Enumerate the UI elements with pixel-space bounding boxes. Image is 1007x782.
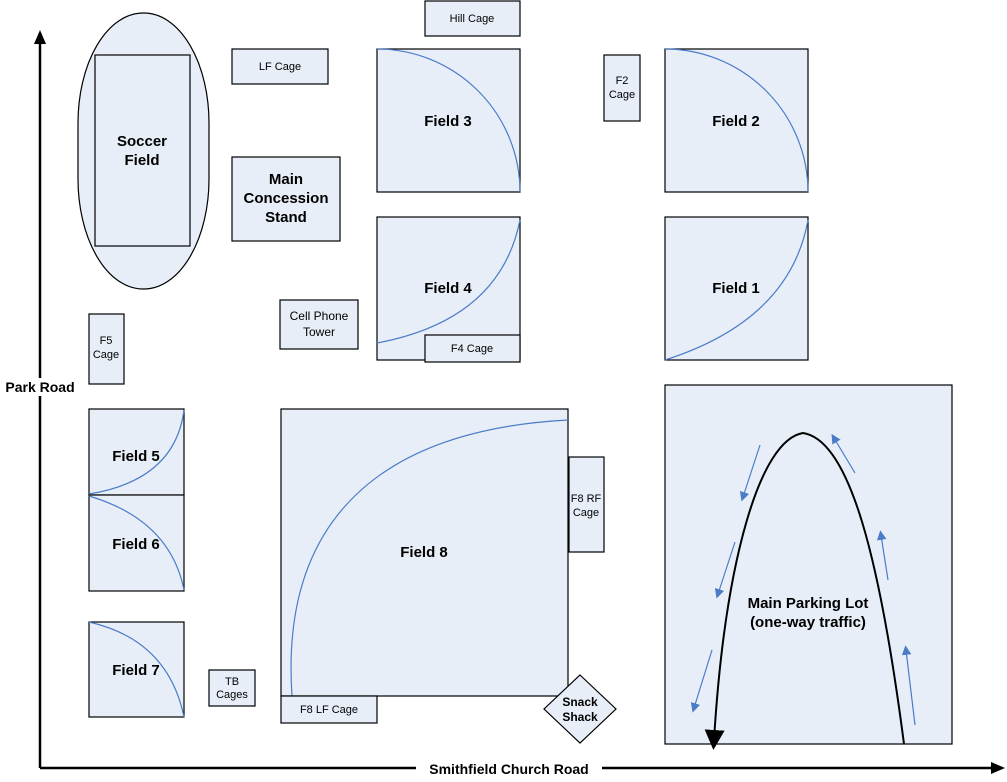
field-5: Field 5 (88, 408, 185, 496)
flow-arrow-icon (876, 530, 889, 581)
lf-cage-box (231, 48, 329, 85)
main-concession-stand: Main Concession Stand (231, 156, 341, 242)
tb-cages: TB Cages (208, 669, 256, 707)
field-6: Field 6 (88, 494, 185, 592)
field-2-box (664, 48, 809, 193)
parking-lot-box (664, 384, 953, 745)
f8-rf-cage: F8 RF Cage (568, 456, 605, 553)
field-5-label: Field 5 (112, 448, 160, 465)
flow-arrow-icon (690, 649, 713, 713)
snack-shack-diamond (543, 674, 617, 744)
field-2: Field 2 (664, 48, 809, 193)
field-7-box (88, 621, 185, 718)
field-1: Field 1 (664, 216, 809, 361)
park-road: Park Road (0, 30, 80, 768)
field-3-box (376, 48, 521, 193)
field-5-arc (88, 409, 185, 495)
park-road-arrow-icon (34, 30, 46, 44)
f5-cage-label-1: F5 (100, 335, 113, 347)
field-1-box (664, 216, 809, 361)
field-7: Field 7 (88, 621, 185, 718)
f8-rf-cage-label-1: F8 RF (571, 493, 602, 505)
field-2-label: Field 2 (712, 113, 760, 130)
field-6-box (88, 494, 185, 592)
lf-cage: LF Cage (231, 48, 329, 85)
field-8: Field 8 (280, 408, 569, 697)
parking-lot-label-1: Main Parking Lot (748, 595, 869, 612)
field-6-label: Field 6 (112, 536, 160, 553)
snack-shack: Snack Shack (543, 674, 617, 744)
f8-lf-cage: F8 LF Cage (280, 695, 378, 724)
f8-rf-cage-box (568, 456, 605, 553)
concession-label-3: Stand (265, 209, 307, 226)
soccer-field: Soccer Field (77, 12, 210, 290)
cell-tower-label-1: Cell Phone (290, 309, 349, 323)
smithfield-road-label: Smithfield Church Road (429, 761, 588, 777)
main-parking-lot: Main Parking Lot (one-way traffic) (664, 384, 953, 750)
field-4-label: Field 4 (424, 280, 472, 297)
f2-cage-box (603, 54, 641, 122)
field-7-arc (88, 621, 185, 718)
tb-cages-label-1: TB (225, 676, 239, 688)
f8-lf-cage-box (280, 695, 378, 724)
flow-arrow-icon (831, 433, 856, 474)
field-1-label: Field 1 (712, 280, 760, 297)
field-8-box (280, 408, 569, 697)
flow-arrow-icon (714, 541, 736, 599)
cell-tower-box (279, 299, 359, 350)
concession-box (231, 156, 341, 242)
cell-phone-tower: Cell Phone Tower (279, 299, 359, 350)
soccer-field-label-2: Field (124, 152, 159, 169)
flow-arrow-icon (739, 444, 761, 502)
field-8-label: Field 8 (400, 544, 448, 561)
field-3-arc (376, 48, 521, 193)
parking-lane-path (704, 431, 905, 750)
f4-cage-label: F4 Cage (451, 343, 493, 355)
f5-cage-box (88, 313, 125, 385)
hill-cage-label: Hill Cage (450, 13, 495, 25)
smithfield-road-arrow-icon (991, 762, 1005, 774)
hill-cage: Hill Cage (424, 0, 521, 37)
f8-rf-cage-label-2: Cage (573, 507, 599, 519)
park-road-label: Park Road (5, 379, 74, 395)
field-7-label: Field 7 (112, 662, 160, 679)
hill-cage-box (424, 0, 521, 37)
lf-cage-label: LF Cage (259, 61, 301, 73)
field-2-arc (664, 48, 809, 193)
f4-cage-box (424, 334, 521, 363)
f5-cage-label-2: Cage (93, 349, 119, 361)
field-1-arc (664, 219, 809, 361)
field-3-label: Field 3 (424, 113, 472, 130)
cell-tower-label-2: Tower (303, 325, 335, 339)
f2-cage: F2 Cage (603, 54, 641, 122)
f5-cage: F5 Cage (88, 313, 125, 385)
f2-cage-label-2: Cage (609, 89, 635, 101)
f4-cage: F4 Cage (424, 334, 521, 363)
f2-cage-label-1: F2 (616, 75, 629, 87)
soccer-field-pitch (94, 54, 191, 247)
field-3: Field 3 (376, 48, 521, 193)
f8-lf-cage-label: F8 LF Cage (300, 704, 358, 716)
flow-arrow-icon (901, 645, 916, 726)
soccer-field-label-1: Soccer (117, 133, 167, 150)
smithfield-church-road: Smithfield Church Road (40, 760, 1005, 778)
snack-shack-label-1: Snack (562, 695, 598, 709)
parking-lot-label-2: (one-way traffic) (750, 614, 866, 631)
snack-shack-label-2: Shack (562, 710, 598, 724)
field-4-arc (376, 219, 521, 344)
concession-label-1: Main (269, 171, 303, 188)
concession-label-2: Concession (243, 190, 328, 207)
field-8-arc (290, 419, 569, 697)
tb-cages-box (208, 669, 256, 707)
field-6-arc (88, 495, 185, 591)
tb-cages-label-2: Cages (216, 689, 248, 701)
